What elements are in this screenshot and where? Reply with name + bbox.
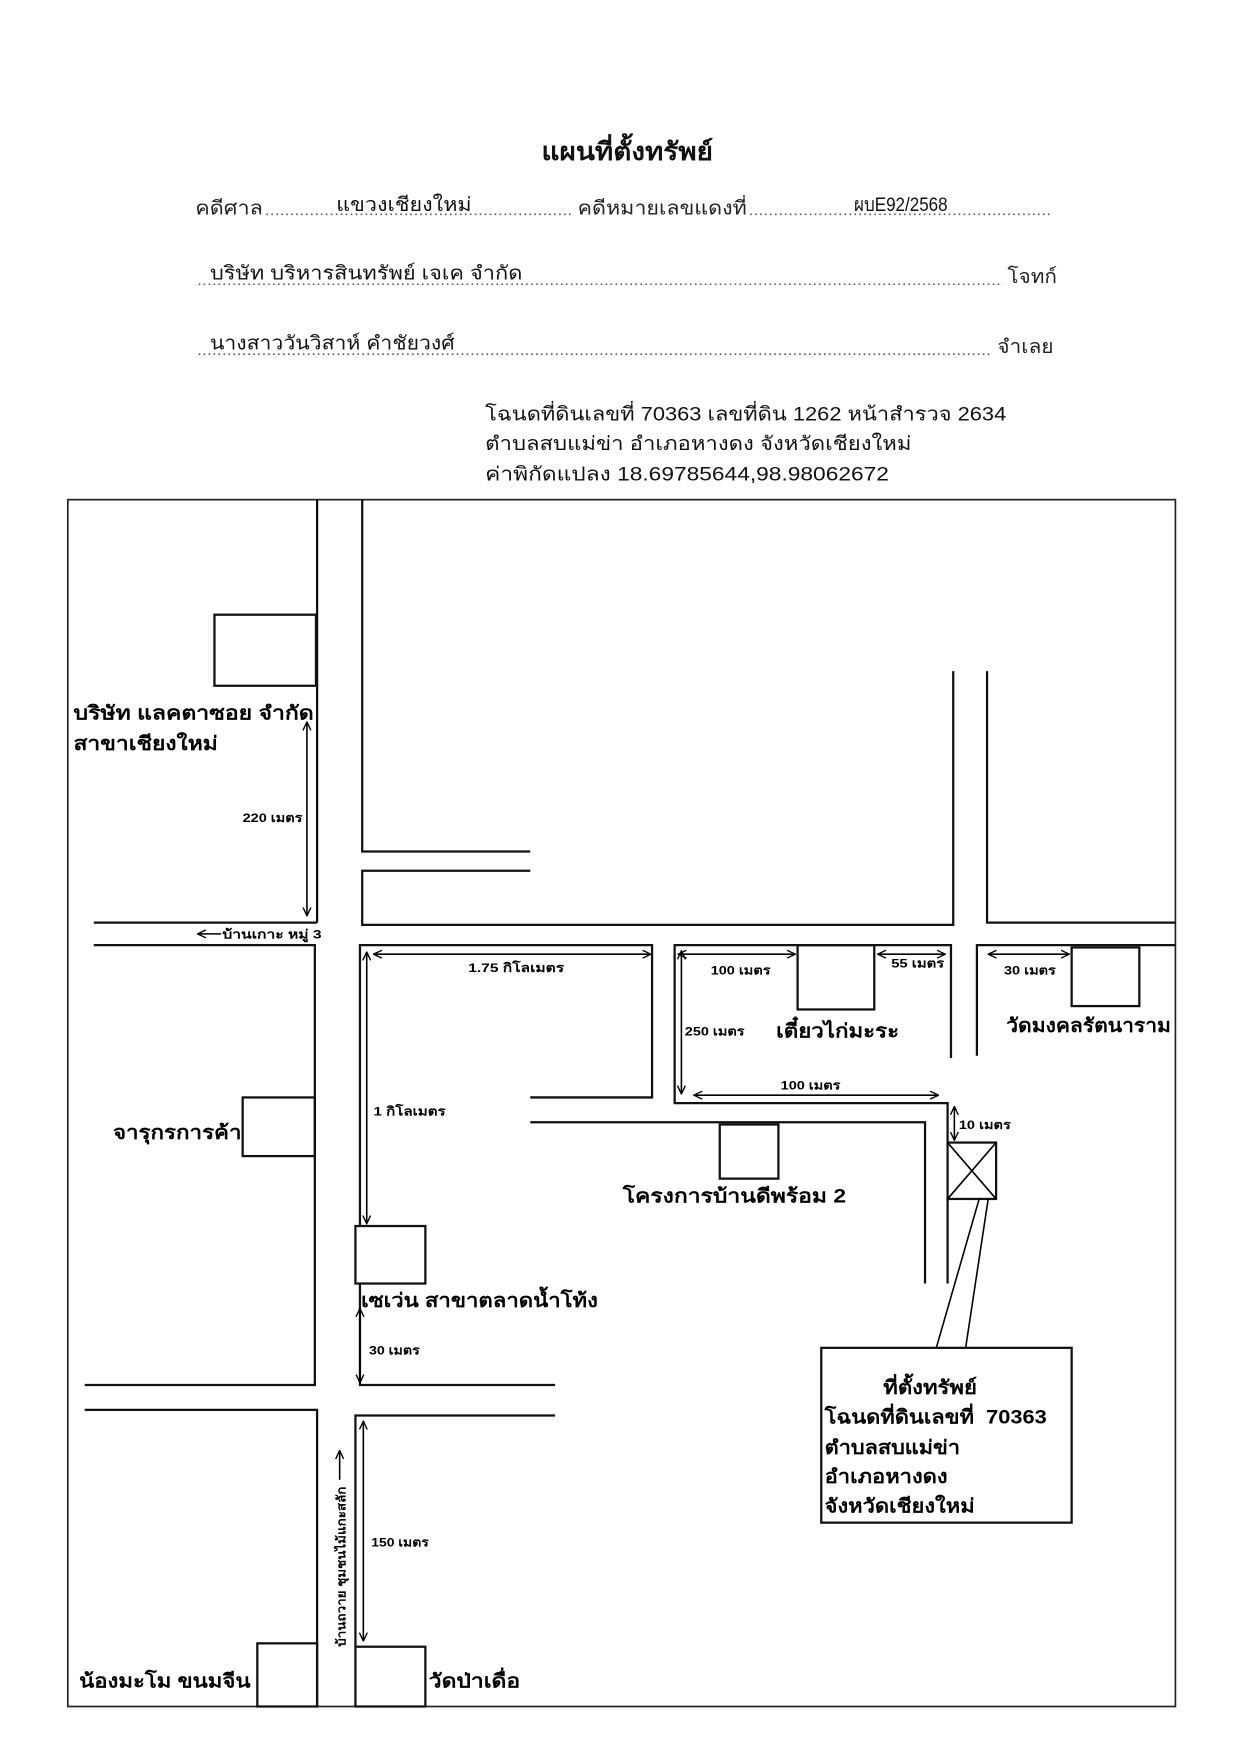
distance-label: 1.75 กิโลเมตร [468, 960, 564, 975]
distance-labels: 220 เมตร 1.75 กิโลเมตร 100 เมตร 55 เมตร … [243, 811, 1057, 1549]
property-plot-marker [935, 1141, 998, 1349]
lactasoy-building [213, 613, 318, 687]
nong-mamo-building [256, 1642, 319, 1708]
road-edge [84, 944, 316, 1387]
deed-info: โฉนดที่ดินเลขที่ 70363 เลขที่ดิน 1262 หน… [485, 401, 1006, 486]
landmark-wat-mongkol: วัดมงคลรัตนาราม [1006, 1016, 1171, 1037]
case-info-plaintiff-line: บริษัท บริหารสินทรัพย์ เจเค จำกัด โจทก์ [198, 262, 1057, 288]
buildings [213, 613, 1141, 1708]
deed-coordinates: ค่าพิกัดแปลง 18.69785644,98.98062672 [485, 464, 889, 485]
court-value: แขวงเชียงใหม่ [336, 193, 471, 216]
distance-label: 55 เมตร [891, 957, 944, 971]
map-frame [66, 498, 1177, 1708]
housing-project-building [718, 1123, 780, 1180]
landmark-lactasoy-branch: สาขาเชียงใหม่ [73, 732, 217, 755]
plot-cross [946, 1142, 997, 1200]
defendant-name: นางสาววันวิสาห์ คำชัยวงศ์ [210, 332, 455, 355]
property-callout: ที่ตั้งทรัพย์ โฉนดที่ดินเลขที่ 70363 ตำบ… [820, 1346, 1073, 1524]
page-title: แผนที่ตั้งทรัพย์ [542, 133, 713, 166]
plaintiff-label: โจทก์ [1007, 265, 1057, 288]
tiew-kai-building [796, 944, 876, 1011]
landmark-tiew-kai: เตี๋ยวไก่มะระ [776, 1016, 899, 1043]
case-info-court-line: คดีศาล แขวงเชียงใหม่ คดีหมายเลขแดงที่ ผบ… [195, 193, 1053, 219]
distance-label: 30 เมตร [369, 1344, 420, 1358]
deed-info-line: โฉนดที่ดินเลขที่ 70363 เลขที่ดิน 1262 หน… [485, 401, 1006, 426]
landmark-nong-mamo: น้องมะโม ขนมจีน [79, 1669, 250, 1692]
wat-pa-duea-building [354, 1645, 427, 1708]
defendant-label: จำเลย [997, 337, 1053, 358]
road-edge [84, 1408, 319, 1707]
callout-deed-number: โฉนดที่ดินเลขที่ 70363 [824, 1403, 1047, 1428]
road-edge [530, 1121, 927, 1284]
landmark-housing-project: โครงการบ้านดีพร้อม 2 [622, 1184, 847, 1207]
distance-label: 150 เมตร [371, 1535, 429, 1549]
road-edge [975, 944, 1176, 1056]
road-edge [361, 671, 955, 926]
callout-pointer [964, 1198, 989, 1348]
landmark-jaruk: จารุกรการค้า [113, 1122, 242, 1145]
seven-eleven-building [354, 1224, 427, 1285]
jaruk-shop-building [241, 1096, 316, 1158]
distance-label: 10 เมตร [959, 1118, 1011, 1132]
wat-mongkol-building [1070, 946, 1141, 1008]
distance-label: 100 เมตร [711, 963, 771, 977]
landmark-wat-pa-duea: วัดป่าเดื่อ [429, 1667, 520, 1692]
distance-label: 220 เมตร [243, 811, 303, 825]
landmark-labels: บริษัท แลคตาซอย จำกัด สาขาเชียงใหม่ บ้าน… [73, 704, 1170, 1693]
callout-heading: ที่ตั้งทรัพย์ [883, 1373, 977, 1399]
distance-label: 250 เมตร [685, 1024, 745, 1038]
road-network [84, 499, 1176, 1707]
callout-subdistrict: ตำบลสบแม่ข่า [825, 1438, 960, 1459]
plaintiff-name: บริษัท บริหารสินทรัพย์ เจเค จำกัด [210, 262, 522, 285]
red-case-value: ผบE92/2568 [854, 195, 948, 216]
property-plot [946, 1141, 998, 1201]
deed-info-line: ตำบลสบแม่ข่า อำเภอหางดง จังหวัดเชียงใหม่ [485, 432, 911, 455]
road-edge [358, 944, 654, 1227]
distance-label: 30 เมตร [1004, 963, 1056, 977]
callout-district: อำเภอหางดง [825, 1467, 948, 1488]
road-edge [673, 944, 953, 1143]
road-edge [354, 1414, 556, 1647]
callout-pointer [935, 1198, 980, 1349]
road-edge [361, 499, 531, 853]
road-edge [985, 671, 1176, 924]
distance-label: 100 เมตร [781, 1079, 841, 1093]
distance-label: 1 กิโลเมตร [373, 1103, 446, 1118]
case-info-defendant-line: นางสาววันวิสาห์ คำชัยวงศ์ จำเลย [198, 332, 1054, 358]
distance-arrows [198, 722, 1070, 1641]
red-case-label: คดีหมายเลขแดงที่ [578, 194, 747, 219]
direction-baan-koh: บ้านเกาะ หมู่ 3 [222, 927, 321, 942]
landmark-lactasoy: บริษัท แลคตาซอย จำกัด [73, 704, 313, 725]
court-label: คดีศาล [195, 197, 263, 219]
landmark-seven-eleven: เซเว่น สาขาตลาดน้ำโท้ง [361, 1286, 598, 1312]
callout-province: จังหวัดเชียงใหม่ [825, 1495, 975, 1518]
callout-box [820, 1346, 1073, 1524]
direction-baan-tawai: บ้านถวาย ชุมชนไม้แกะสลัก [333, 1487, 349, 1647]
